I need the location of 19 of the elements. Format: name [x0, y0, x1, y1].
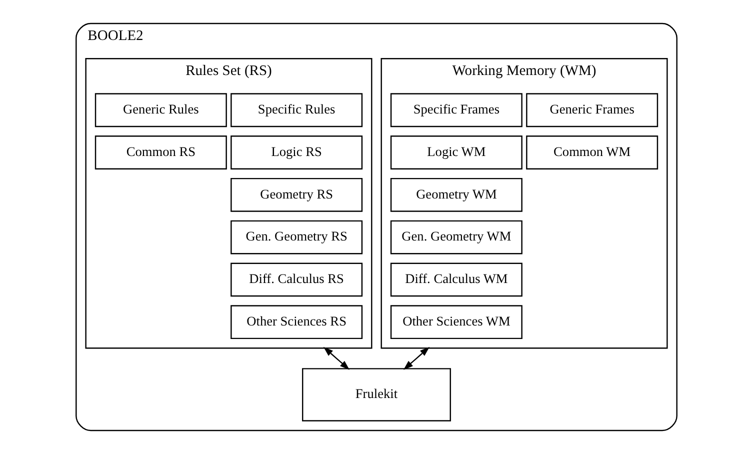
node-box: Common RS — [94, 135, 226, 169]
node-box: Other Sciences RS — [230, 304, 362, 339]
node-box: Geometry RS — [230, 177, 362, 212]
node-box: Gen. Geometry RS — [230, 220, 362, 254]
node-box: Generic Frames — [526, 92, 658, 127]
arrow — [402, 346, 430, 370]
node-box: Specific Frames — [390, 92, 522, 127]
node-box: Logic WM — [390, 135, 522, 169]
node-box: Logic RS — [230, 135, 362, 169]
node-box: Other Sciences WM — [390, 304, 522, 339]
node-box: Common WM — [526, 135, 658, 169]
arrow — [322, 346, 350, 370]
node-box: Frulekit — [302, 368, 450, 421]
node-box: Geometry WM — [390, 177, 522, 212]
node-box: Diff. Calculus RS — [230, 262, 362, 296]
node-box: Gen. Geometry WM — [390, 220, 522, 254]
node-box: Diff. Calculus WM — [390, 262, 522, 296]
node-box: Specific Rules — [230, 92, 362, 127]
node-box: Generic Rules — [94, 92, 226, 127]
